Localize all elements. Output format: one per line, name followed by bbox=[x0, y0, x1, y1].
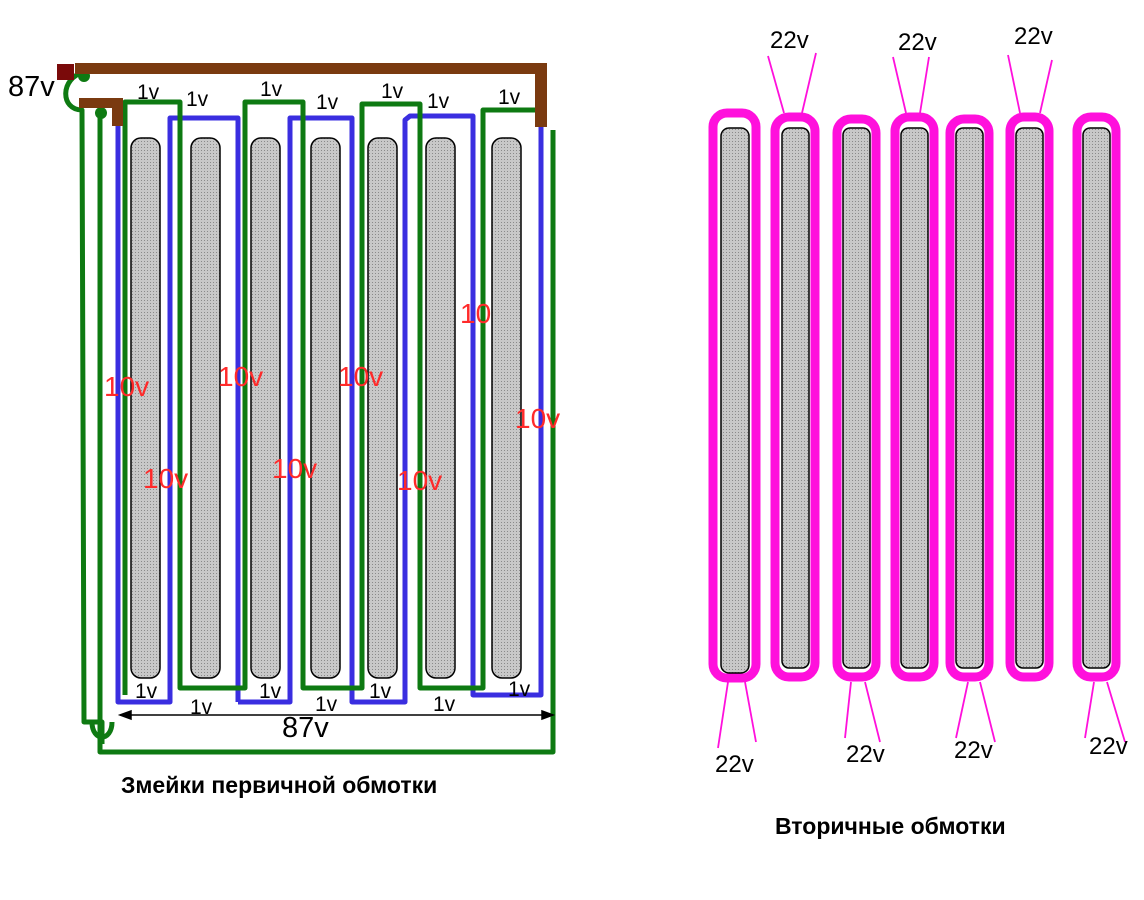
section-label: 10 bbox=[460, 298, 491, 329]
total-voltage-label-bottom: 87v bbox=[282, 712, 329, 744]
coil-voltage-label: 22v bbox=[954, 737, 993, 764]
section-label: 10v bbox=[143, 463, 188, 494]
green-return bbox=[97, 110, 556, 755]
brown-lead-right bbox=[535, 63, 547, 127]
secondary-winding-diagram: 22v 22v 22v 22v 22v 22v 22v Вторичные об… bbox=[708, 23, 1128, 839]
coil-voltage-label: 22v bbox=[770, 27, 809, 54]
bottom-turn-labels: 1v 1v 1v 1v 1v 1v 1v 1v bbox=[135, 678, 531, 719]
section-label: 10v bbox=[104, 371, 149, 402]
section-label: 10v bbox=[515, 403, 560, 434]
turn-label: 1v bbox=[427, 90, 450, 113]
turn-label: 1v bbox=[186, 88, 209, 111]
green-winding bbox=[63, 69, 556, 755]
core bbox=[425, 137, 456, 679]
terminal-block bbox=[57, 64, 74, 80]
turn-label: 1v bbox=[260, 78, 283, 101]
secondary-coil bbox=[1072, 112, 1121, 682]
section-label: 10v bbox=[338, 361, 383, 392]
core bbox=[491, 137, 522, 679]
secondary-top-labels: 22v 22v 22v bbox=[770, 23, 1053, 56]
blue-loop bbox=[115, 115, 241, 705]
turn-label: 1v bbox=[259, 680, 282, 703]
core bbox=[130, 137, 161, 679]
secondary-coil bbox=[1005, 112, 1054, 682]
core bbox=[190, 137, 221, 679]
turn-label: 1v bbox=[315, 693, 338, 716]
coil-voltage-label: 22v bbox=[1014, 23, 1053, 50]
turn-label: 1v bbox=[135, 680, 158, 703]
green-lead bbox=[63, 69, 105, 744]
secondary-coil bbox=[770, 112, 820, 682]
core bbox=[250, 137, 281, 679]
coil-voltage-label: 22v bbox=[715, 751, 754, 778]
coil-voltage-label: 22v bbox=[898, 29, 937, 56]
blue-winding bbox=[115, 113, 544, 705]
dimension-arrow bbox=[117, 709, 556, 721]
green-loop bbox=[122, 99, 546, 695]
primary-cores bbox=[130, 137, 522, 679]
section-label: 10v bbox=[272, 453, 317, 484]
secondary-coil bbox=[708, 108, 761, 683]
total-voltage-label: 87v bbox=[8, 71, 55, 103]
primary-caption: Змейки первичной обмотки bbox=[121, 772, 437, 798]
coil-voltage-label: 22v bbox=[846, 741, 885, 768]
green-connector bbox=[89, 721, 115, 740]
turn-label: 1v bbox=[508, 678, 531, 701]
top-turn-labels: 1v 1v 1v 1v 1v 1v 1v bbox=[137, 78, 521, 114]
turn-label: 1v bbox=[498, 86, 521, 109]
turn-label: 1v bbox=[381, 80, 404, 103]
turn-label: 1v bbox=[316, 91, 339, 114]
secondary-bottom-labels: 22v 22v 22v 22v bbox=[715, 733, 1128, 778]
core bbox=[367, 137, 398, 679]
secondary-coil bbox=[890, 112, 939, 682]
primary-winding-diagram: 87v 87v 1v 1v 1v 1v 1v 1v 1v 1v 1v 1v 1v… bbox=[8, 63, 560, 798]
brown-leads bbox=[57, 63, 547, 127]
section-voltage-labels: 10v 10v 10v 10v 10v 10v 10 10v bbox=[104, 298, 560, 496]
secondary-coil bbox=[945, 114, 994, 682]
brown-lead-drop bbox=[112, 98, 123, 126]
turn-label: 1v bbox=[190, 696, 213, 719]
core bbox=[310, 137, 341, 679]
section-label: 10v bbox=[397, 465, 442, 496]
section-label: 10v bbox=[218, 361, 263, 392]
turn-label: 1v bbox=[137, 81, 160, 104]
green-terminal bbox=[95, 107, 107, 119]
turn-label: 1v bbox=[369, 680, 392, 703]
secondary-leads bbox=[717, 52, 1126, 749]
turn-label: 1v bbox=[433, 693, 456, 716]
secondary-caption: Вторичные обмотки bbox=[775, 813, 1006, 839]
coil-voltage-label: 22v bbox=[1089, 733, 1128, 760]
secondary-coil bbox=[832, 114, 881, 682]
brown-lead-short bbox=[79, 98, 123, 108]
secondary-coils bbox=[708, 108, 1121, 683]
blue-loop bbox=[238, 113, 544, 705]
brown-lead-top bbox=[75, 63, 547, 74]
